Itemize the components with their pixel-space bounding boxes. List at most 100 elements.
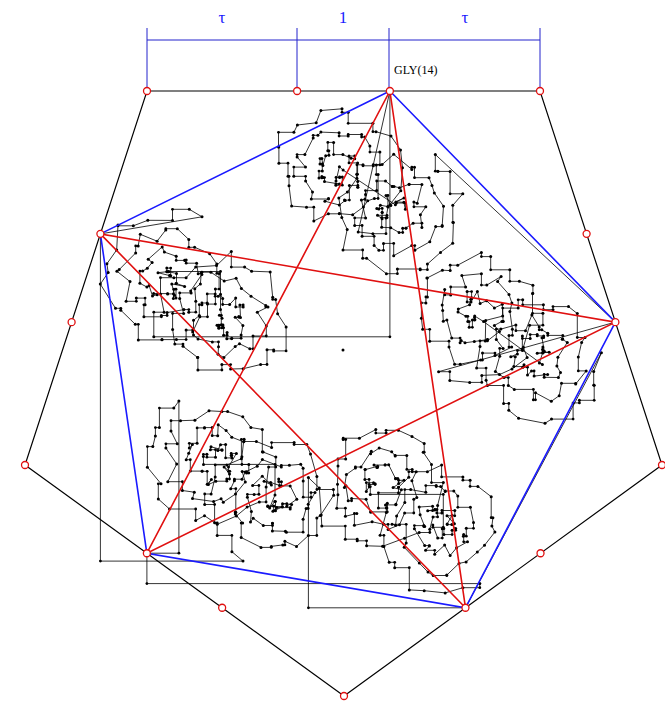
- residue-dot: [154, 434, 157, 437]
- residue-dot: [541, 312, 544, 315]
- residue-dot: [473, 315, 476, 318]
- residue-dot: [287, 175, 290, 178]
- residue-dot: [341, 107, 344, 110]
- residue-dot: [476, 551, 479, 554]
- residue-dot: [516, 352, 519, 355]
- residue-dot: [351, 213, 354, 216]
- residue-dot: [439, 251, 442, 254]
- residue-dot: [413, 527, 416, 530]
- residue-dot: [441, 527, 444, 530]
- residue-dot: [385, 507, 388, 510]
- residue-dot: [234, 512, 237, 515]
- residue-dot: [299, 463, 302, 466]
- residue-dot: [532, 398, 535, 401]
- residue-dot: [290, 503, 293, 506]
- residue-dot: [390, 135, 393, 138]
- residue-dot: [431, 524, 434, 527]
- residue-dot: [265, 486, 268, 489]
- residue-dot: [166, 292, 169, 295]
- residue-dot: [274, 456, 277, 459]
- residue-dot: [161, 245, 164, 248]
- residue-dot: [170, 430, 173, 433]
- residue-dot: [157, 498, 160, 501]
- residue-dot: [173, 294, 176, 297]
- residue-dot: [358, 437, 361, 440]
- residue-dot: [348, 155, 351, 158]
- residue-dot: [557, 376, 560, 379]
- residue-dot: [378, 447, 381, 450]
- residue-dot: [209, 448, 212, 451]
- residue-dot: [428, 340, 431, 343]
- residue-dot: [144, 303, 147, 306]
- residue-dot: [559, 371, 562, 374]
- residue-dot: [410, 479, 413, 482]
- residue-dot: [172, 276, 175, 279]
- residue-dot: [373, 464, 376, 467]
- residue-dot: [241, 478, 244, 481]
- residue-dot: [502, 320, 505, 323]
- residue-dot: [219, 293, 222, 296]
- residue-dot: [365, 490, 368, 493]
- residue-dot: [530, 314, 533, 317]
- residue-dot: [238, 342, 241, 345]
- residue-dot: [453, 509, 456, 512]
- residue-dot: [428, 240, 431, 243]
- residue-dot: [230, 337, 233, 340]
- residue-dot: [449, 269, 452, 272]
- residue-dot: [119, 309, 122, 312]
- residue-dot: [323, 180, 326, 183]
- residue-dot: [470, 301, 473, 304]
- residue-dot: [167, 270, 170, 273]
- residue-dot: [327, 154, 330, 157]
- residue-dot: [372, 164, 375, 167]
- residue-dot: [175, 463, 178, 466]
- residue-dot: [361, 235, 364, 238]
- residue-dot: [319, 109, 322, 112]
- residue-dot: [234, 297, 237, 300]
- residue-dot: [350, 497, 353, 500]
- residue-dot: [518, 280, 521, 283]
- residue-dot: [494, 354, 497, 357]
- residue-dot: [423, 525, 426, 528]
- residue-dot: [493, 306, 496, 309]
- residue-dot: [295, 545, 298, 548]
- residue-dot: [338, 131, 341, 134]
- residue-dot: [392, 254, 395, 257]
- residue-dot: [195, 262, 198, 265]
- residue-dot: [293, 441, 296, 444]
- residue-dot: [230, 337, 233, 340]
- residue-dot: [440, 512, 443, 515]
- residue-dot: [445, 574, 448, 577]
- residue-dot: [201, 470, 204, 473]
- residue-dot: [242, 560, 245, 563]
- residue-dot: [508, 334, 511, 337]
- residue-dot: [561, 338, 564, 341]
- residue-dot: [270, 484, 273, 487]
- residue-dot: [248, 347, 251, 350]
- residue-dot: [208, 409, 211, 412]
- residue-dot: [219, 443, 222, 446]
- residue-dot: [137, 244, 140, 247]
- residue-dot: [426, 470, 429, 473]
- residue-dot: [158, 426, 161, 429]
- residue-dot: [175, 255, 178, 258]
- residue-dot: [134, 251, 137, 254]
- residue-dot: [428, 176, 431, 179]
- residue-dot: [346, 228, 349, 231]
- residue-dot: [480, 251, 483, 254]
- residue-dot: [289, 484, 292, 487]
- outer-pentagon: [25, 91, 662, 696]
- residue-dot: [371, 232, 374, 235]
- residue-dot: [401, 227, 404, 230]
- residue-dot: [304, 166, 307, 169]
- residue-dot: [431, 505, 434, 508]
- residue-dot: [346, 191, 349, 194]
- residue-dot: [353, 224, 356, 227]
- residue-dot: [370, 450, 373, 453]
- residue-dot: [354, 467, 357, 470]
- residue-dot: [396, 268, 399, 271]
- residue-dot: [322, 176, 325, 179]
- residue-dot: [258, 501, 261, 504]
- residue-dot: [332, 141, 335, 144]
- residue-dot: [190, 291, 193, 294]
